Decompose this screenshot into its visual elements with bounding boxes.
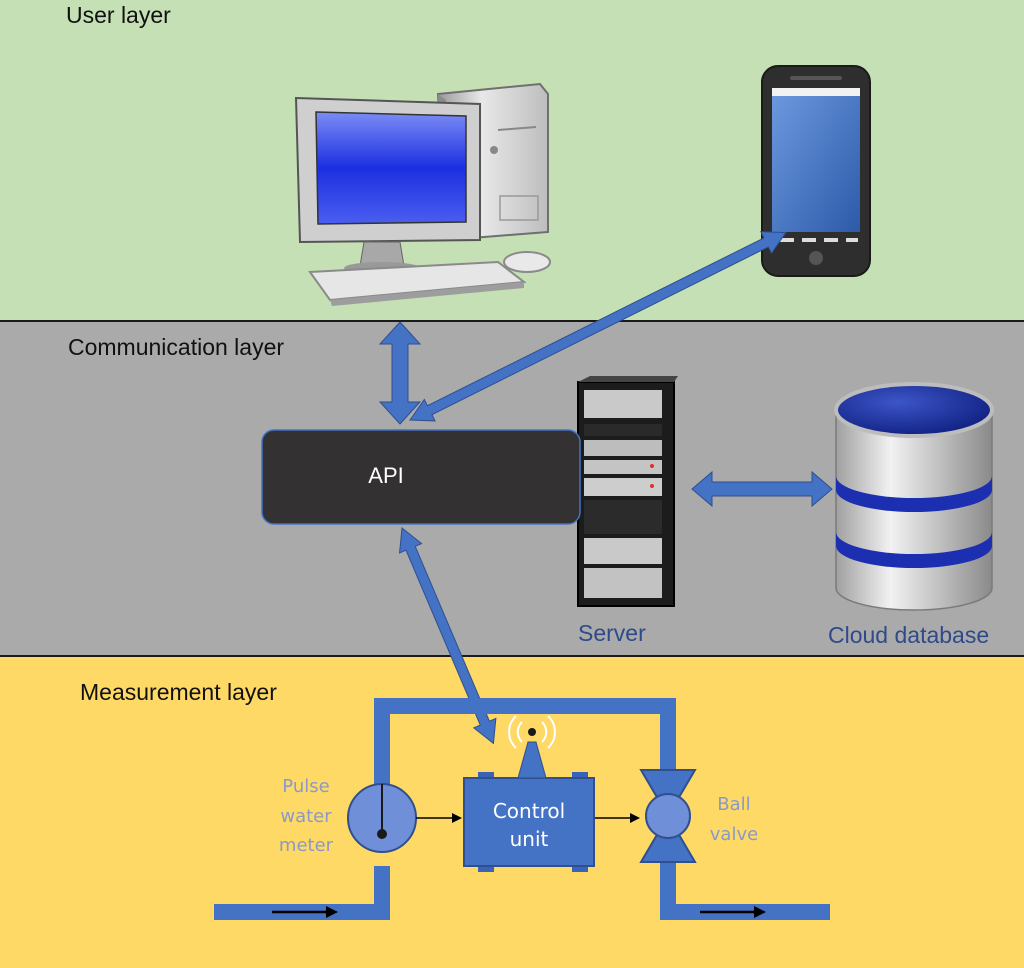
flow-arrow-inlet-icon <box>272 906 338 918</box>
api-box <box>261 429 581 525</box>
communication-layer-title: Communication layer <box>68 334 285 360</box>
water-pipe <box>214 698 830 920</box>
control-unit-icon <box>463 715 595 872</box>
arrow-api-phone <box>409 231 787 422</box>
ball-valve-icon <box>639 769 697 863</box>
pulse-water-meter-label-1: Pulse <box>282 776 329 797</box>
ball-valve-label-2: valve <box>710 824 758 845</box>
cloud-database-label: Cloud database <box>828 622 989 648</box>
signal-control-to-valve <box>594 813 640 823</box>
measurement-layer-title: Measurement layer <box>80 679 277 705</box>
server-rack-icon <box>577 376 678 607</box>
arrow-api-control-unit <box>398 527 497 745</box>
pulse-water-meter-label-2: water <box>280 806 332 827</box>
control-unit-label-1: Control <box>493 799 565 823</box>
pulse-water-meter-icon <box>347 783 417 853</box>
pulse-water-meter-label-3: meter <box>279 835 334 856</box>
user-layer-title: User layer <box>66 2 171 28</box>
arrow-server-database <box>691 470 833 508</box>
flow-arrow-outlet-icon <box>700 906 766 918</box>
cloud-database-icon <box>834 382 994 611</box>
server-label: Server <box>578 620 646 646</box>
control-unit-label-2: unit <box>510 827 549 851</box>
signal-meter-to-control <box>416 813 462 823</box>
api-label: API <box>368 463 403 488</box>
smartphone-icon <box>761 65 871 277</box>
desktop-computer-icon <box>294 82 551 306</box>
ball-valve-label-1: Ball <box>717 794 750 815</box>
arrow-desktop-api <box>378 321 422 425</box>
